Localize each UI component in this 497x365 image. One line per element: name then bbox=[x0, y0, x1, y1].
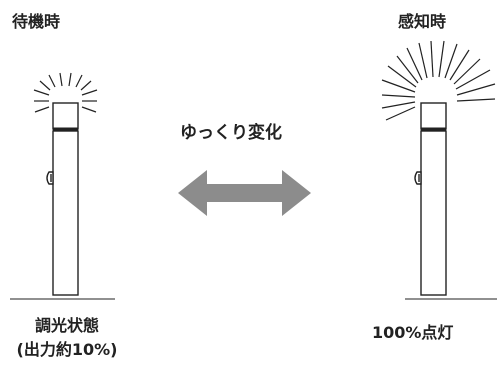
standby-state-label: 調光状態 (出力約10%) bbox=[0, 314, 134, 362]
standby-pole bbox=[52, 130, 79, 296]
detect-bollard-light bbox=[381, 40, 497, 300]
detect-sensor bbox=[414, 171, 422, 185]
standby-sensor bbox=[46, 171, 54, 185]
standby-state-line1: 調光状態 bbox=[34, 316, 99, 335]
detect-state-label: 100%点灯 bbox=[372, 323, 454, 342]
detect-pole bbox=[420, 130, 447, 296]
detect-title: 感知時 bbox=[398, 12, 447, 31]
standby-title: 待機時 bbox=[12, 12, 61, 31]
standby-state-line2: (出力約10%) bbox=[16, 340, 118, 359]
detect-glow-rays bbox=[381, 40, 496, 121]
double-arrow-icon bbox=[178, 170, 311, 216]
standby-bollard-light bbox=[10, 72, 115, 300]
transition-caption: ゆっくり変化 bbox=[180, 123, 282, 143]
detect-lamp-head bbox=[420, 102, 447, 130]
standby-glow-rays bbox=[33, 72, 98, 113]
standby-lamp-head bbox=[52, 102, 79, 130]
